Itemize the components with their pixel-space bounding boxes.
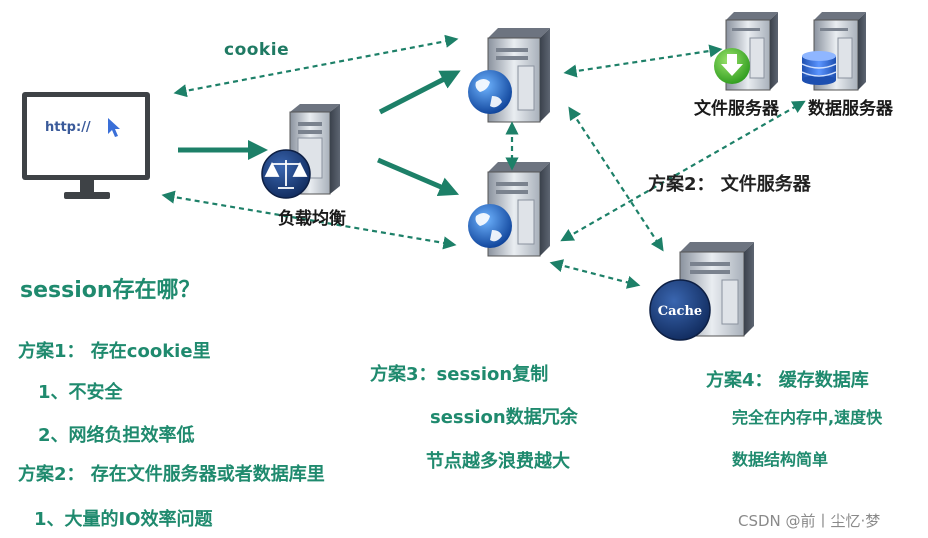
scheme1-heading: 方案1： 存在cookie里 bbox=[18, 341, 211, 362]
client-monitor-icon: http:// bbox=[22, 92, 150, 199]
scheme3-item-1: session数据冗余 bbox=[430, 407, 578, 428]
cache-badge-icon bbox=[649, 279, 711, 341]
globe-icon bbox=[468, 204, 512, 248]
scheme1-item-1: 1、不安全 bbox=[38, 382, 123, 403]
scheme2-heading: 方案2： 存在文件服务器或者数据库里 bbox=[18, 464, 325, 485]
scheme3-heading: 方案3：session复制 bbox=[370, 364, 549, 385]
load-balancer-server-icon bbox=[261, 104, 340, 199]
cache-server-icon: Cache bbox=[649, 242, 754, 341]
section-title: session存在哪？ bbox=[20, 278, 201, 303]
scheme3-item-2: 节点越多浪费越大 bbox=[426, 451, 570, 472]
cache-label: Cache bbox=[658, 304, 702, 319]
cookie-label: cookie bbox=[224, 40, 290, 60]
scheme1-item-2: 2、网络负担效率低 bbox=[38, 425, 195, 446]
database-icon bbox=[801, 51, 837, 85]
scheme4-item-2: 数据结构简单 bbox=[732, 450, 829, 469]
db-server-label: 数据服务器 bbox=[808, 99, 893, 119]
web-server-2-icon bbox=[468, 162, 550, 257]
watermark: CSDN @前丨尘忆·梦 bbox=[738, 512, 881, 530]
url-text: http:// bbox=[45, 120, 91, 135]
scheme2-item-1: 1、大量的IO效率问题 bbox=[34, 509, 213, 530]
file-server-icon bbox=[714, 12, 778, 91]
database-server-icon bbox=[801, 12, 866, 91]
scheme4-item-1: 完全在内存中,速度快 bbox=[732, 408, 883, 427]
globe-icon bbox=[468, 70, 512, 114]
scheme2-diagram-label: 方案2： 文件服务器 bbox=[648, 174, 811, 195]
web-server-1-icon bbox=[468, 28, 550, 123]
file-server-label: 文件服务器 bbox=[694, 99, 779, 119]
load-balancer-label: 负载均衡 bbox=[278, 209, 346, 229]
sync-arrows bbox=[161, 34, 806, 289]
cursor-icon bbox=[108, 118, 120, 137]
scheme4-heading: 方案4： 缓存数据库 bbox=[706, 370, 869, 391]
